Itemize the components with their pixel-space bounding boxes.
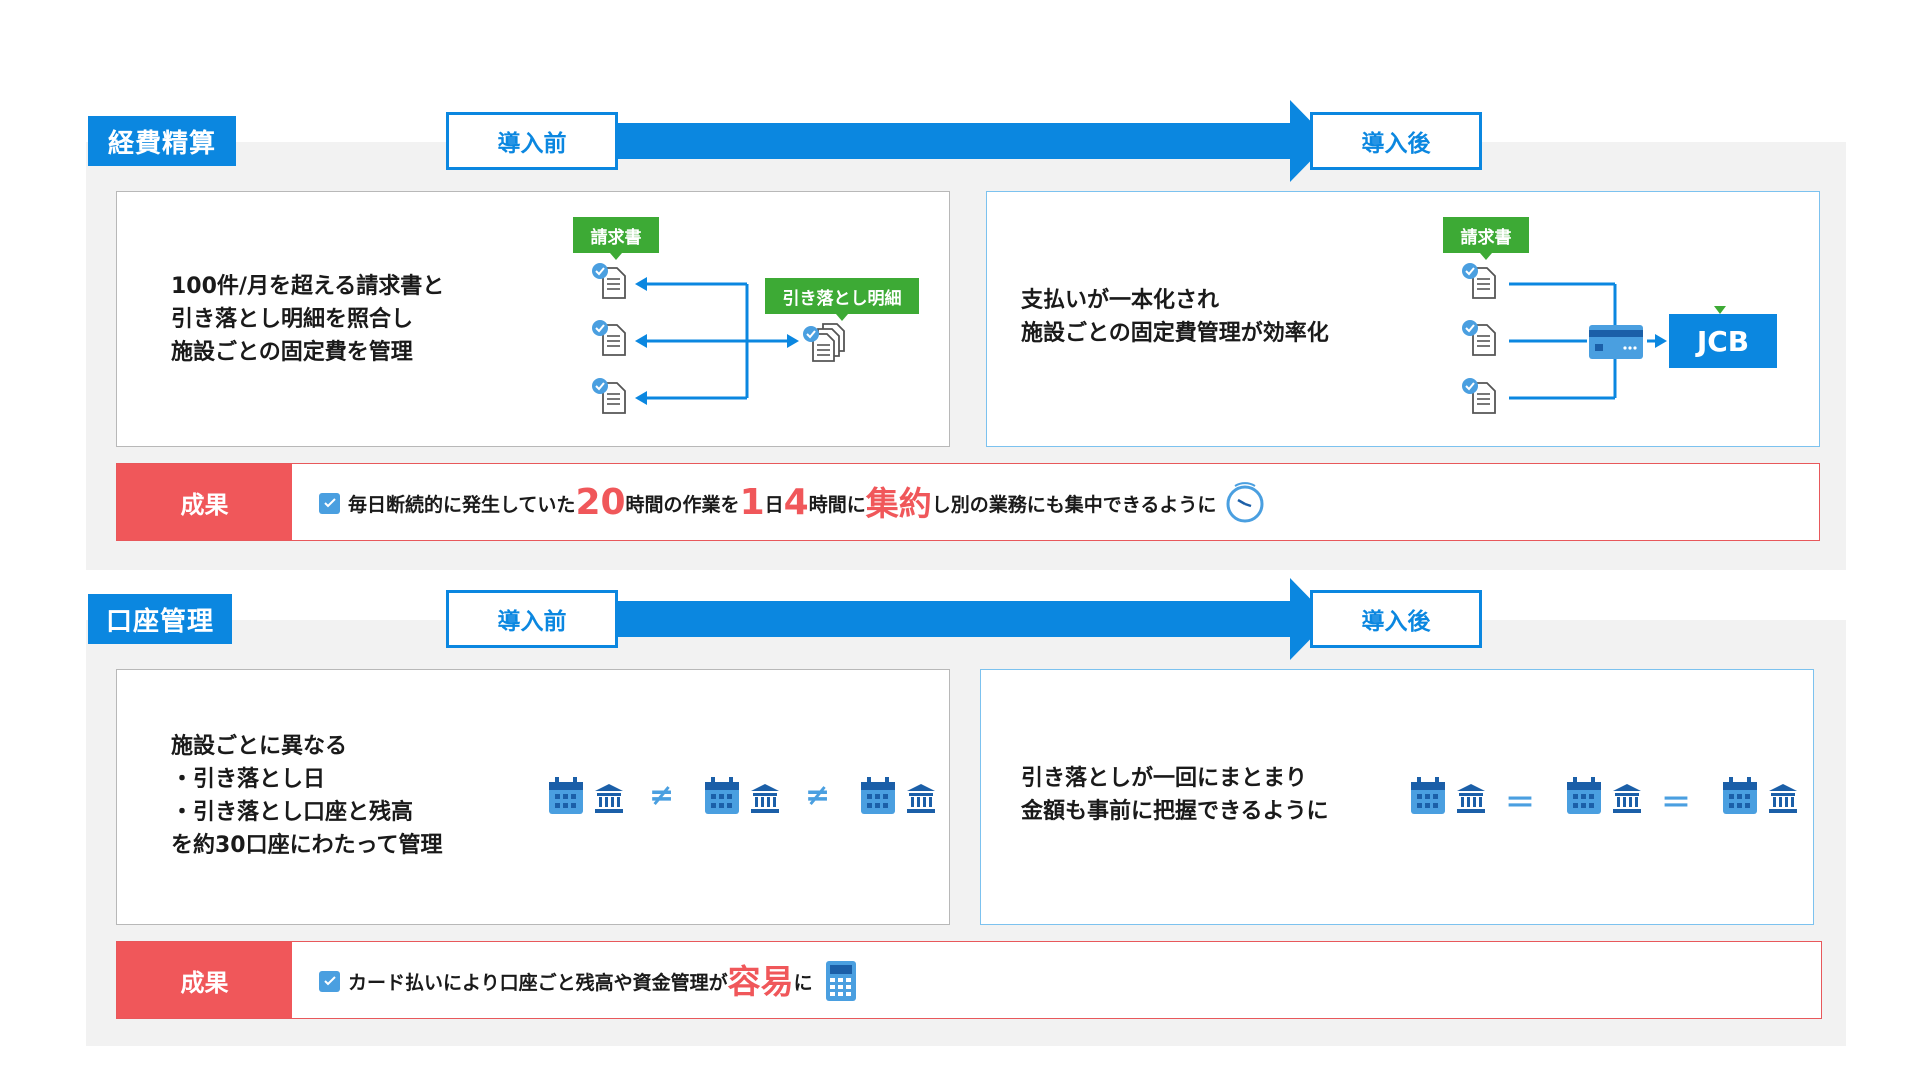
connector-lines-expense-before [635,277,799,405]
document-check-icon [1462,378,1496,414]
documents-stack-icon [803,323,845,362]
highlight-easy: 容易 [727,961,794,1001]
document-check-icon [1462,263,1496,299]
calendar-icon [705,777,739,814]
result-text-expense: 毎日断続的に発生していた 20 時間の作業を 1 日 4 時間に 集約 し別の業… [319,478,1266,528]
bank-icon [907,784,935,813]
section-tag-account: 口座管理 [88,594,232,644]
result-part: 時間に [808,493,866,516]
invoice-tag: 請求書 [573,217,659,260]
result-part: に [793,971,813,994]
text-line: 引き落としが一回にまとまり [1021,766,1308,791]
result-part: カード払いにより口座ごと残高や資金管理が [348,971,728,994]
document-check-icon [592,320,626,356]
before-panel-account: 施設ごとに異なる ・引き落とし日 ・引き落とし口座と残高 を約30口座にわたって… [116,669,950,925]
highlight-number-4: 4 [783,482,809,523]
result-part: 時間の作業を [625,493,740,516]
bank-icon [1613,784,1641,813]
section-tag-expense: 経費精算 [88,116,236,166]
before-label-expense: 導入前 [446,112,618,170]
after-text-account: 引き落としが一回にまとまり 金額も事前に把握できるように [1021,762,1329,828]
calendar-icon [549,777,583,814]
jcb-pointer-icon [1714,306,1726,314]
result-part: 日 [764,493,784,516]
bank-icon [1769,784,1797,813]
jcb-card-brand: JCB [1669,314,1777,368]
bank-icon [751,784,779,813]
result-text-account: カード払いにより口座ごと残高や資金管理が 容易 に [319,956,857,1006]
before-panel-expense: 100件/月を超える請求書と 引き落とし明細を照合し 施設ごとの固定費を管理 請… [116,191,950,447]
result-box-account: 成果 カード払いにより口座ごと残高や資金管理が 容易 に [116,941,1822,1019]
document-check-icon [1462,320,1496,356]
after-label-expense: 導入後 [1310,112,1482,170]
text-line: ・引き落とし口座と残高 [171,800,414,825]
calendar-icon [1567,777,1601,814]
highlight-consolidate: 集約 [865,483,932,523]
bank-icon [1457,784,1485,813]
result-tag-account: 成果 [117,942,292,1018]
bank-icon [595,784,623,813]
after-panel-expense: 支払いが一本化され 施設ごとの固定費管理が効率化 請求書 [986,191,1820,447]
not-equal-sign: ≠ [649,778,675,813]
before-text-expense: 100件/月を超える請求書と 引き落とし明細を照合し 施設ごとの固定費を管理 [171,270,444,369]
credit-card-icon [1589,325,1643,359]
flow-arrow-account [610,578,1330,660]
calendar-icon [861,777,895,814]
checkbox-icon [319,492,340,514]
calculator-icon [825,961,856,1001]
before-text-account: 施設ごとに異なる ・引き落とし日 ・引き落とし口座と残高 を約30口座にわたって… [171,730,443,862]
after-text-expense: 支払いが一本化され 施設ごとの固定費管理が効率化 [1021,284,1329,350]
highlight-number-1: 1 [739,482,765,523]
text-line: 100件/月を超える請求書と [171,274,445,299]
equal-sign: ＝ [1661,786,1691,821]
text-line: を約30口座にわたって管理 [171,833,443,858]
text-line: 施設ごとの固定費管理が効率化 [1021,321,1329,346]
text-line: ・引き落とし日 [171,767,326,792]
after-panel-account: 引き落としが一回にまとまり 金額も事前に把握できるように ＝ ＝ [980,669,1814,925]
checkbox-icon [319,970,340,992]
clock-icon [1226,482,1264,523]
after-label-account: 導入後 [1310,590,1482,648]
flow-arrow-expense [610,100,1330,182]
not-equal-sign: ≠ [805,778,831,813]
calendar-icon [1723,777,1757,814]
text-line: 施設ごとに異なる [171,734,348,759]
highlight-number-20: 20 [575,482,626,523]
before-label-account: 導入前 [446,590,618,648]
document-check-icon [592,378,626,414]
document-check-icon [592,263,626,299]
equal-sign: ＝ [1505,786,1535,821]
result-box-expense: 成果 毎日断続的に発生していた 20 時間の作業を 1 日 4 時間に 集約 し… [116,463,1820,541]
text-line: 施設ごとの固定費を管理 [171,340,413,365]
text-line: 引き落とし明細を照合し [171,307,414,332]
result-tag-expense: 成果 [117,464,292,540]
invoice-tag: 請求書 [1443,217,1529,260]
calendar-icon [1411,777,1445,814]
text-line: 金額も事前に把握できるように [1021,799,1329,824]
result-part: し別の業務にも集中できるように [931,493,1217,516]
statement-tag: 引き落とし明細 [765,278,919,321]
text-line: 支払いが一本化され [1021,288,1220,313]
result-part: 毎日断続的に発生していた [348,493,576,516]
